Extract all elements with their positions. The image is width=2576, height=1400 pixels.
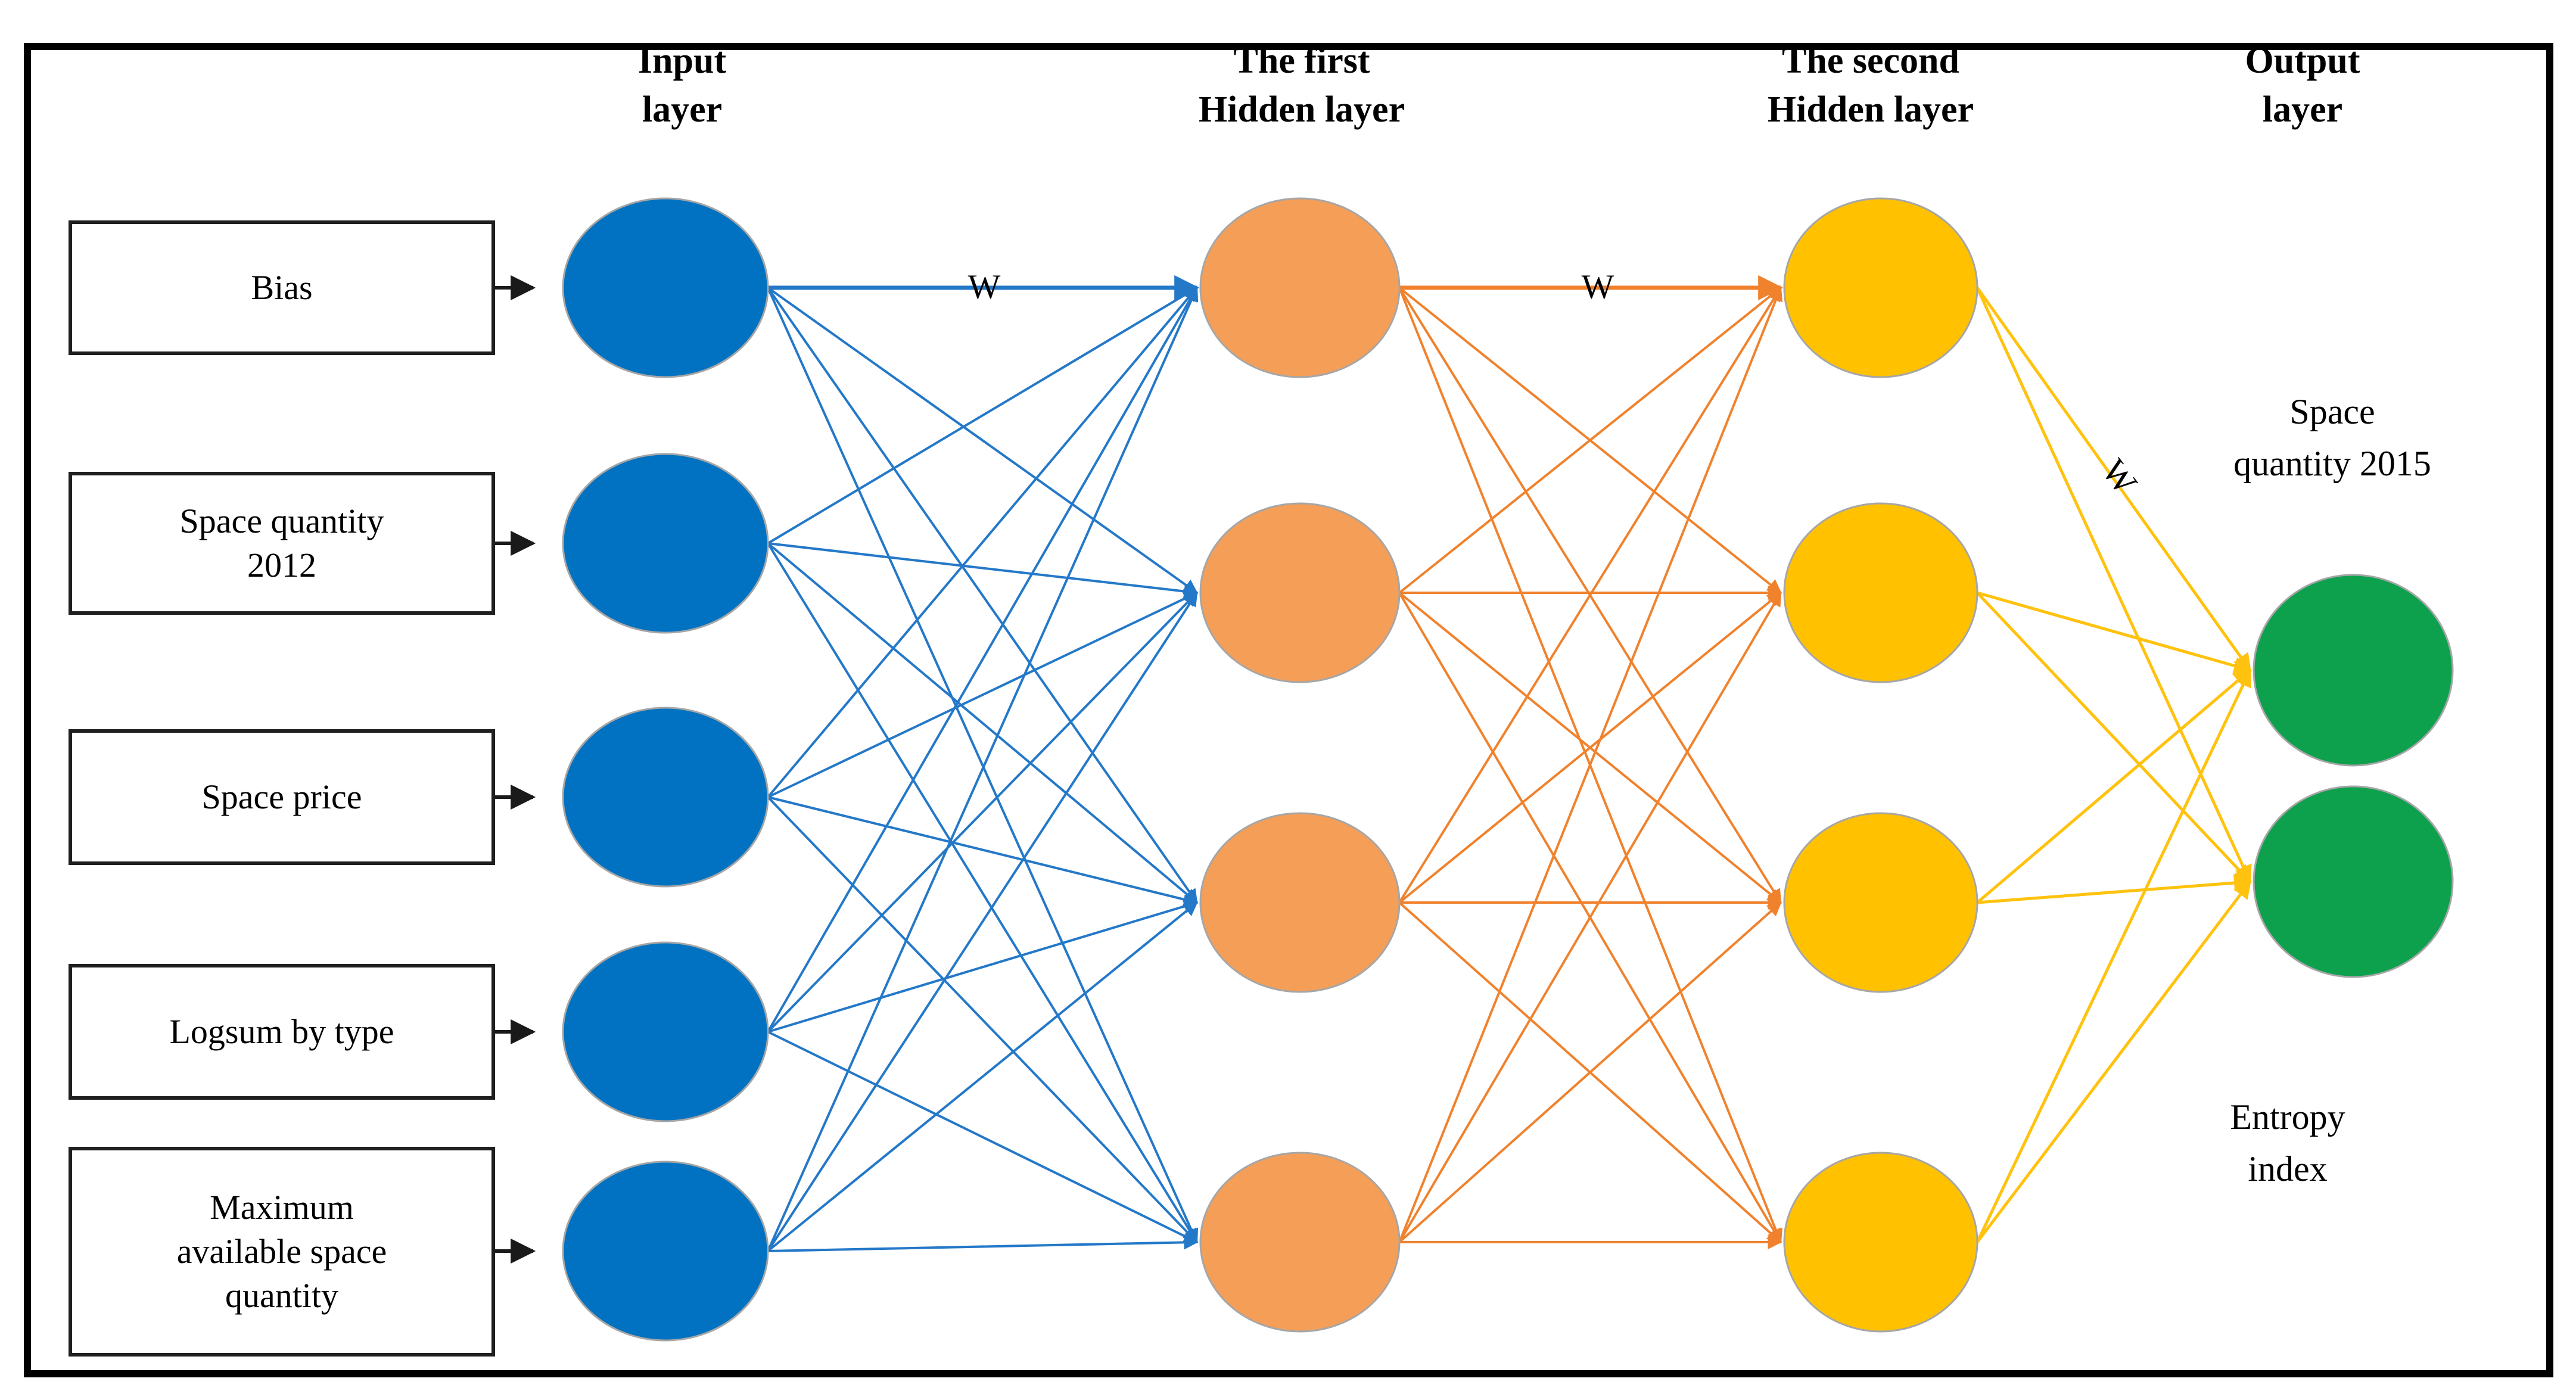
edge-first-hidden-layer-to-second-hidden-layer: [1398, 286, 1783, 1243]
edge-input-layer-to-first-hidden-layer: [767, 1031, 1199, 1243]
edge-input-layer-to-first-hidden-layer: [767, 1235, 1199, 1252]
input-box-space-quantity-2012: Space quantity 2012: [69, 472, 495, 615]
edge-input-layer-to-first-hidden-layer: [767, 592, 1199, 798]
output-node: [2253, 785, 2454, 978]
edge-second-hidden-layer-to-output-layer: [1975, 287, 2252, 883]
edge-second-hidden-layer-to-output-layer: [1976, 592, 2252, 883]
hidden2-node: [1783, 1152, 1978, 1333]
input-node: [562, 707, 769, 888]
input-node: [562, 941, 769, 1122]
edge-input-layer-to-first-hidden-layer: [767, 591, 1198, 1252]
edge-second-hidden-layer-to-output-layer: [1975, 668, 2252, 1243]
hidden1-node: [1199, 812, 1401, 993]
input-box-maximum-available-space-quantity: Maximum available space quantity: [69, 1147, 495, 1357]
weight-label-w2: W: [1581, 267, 1614, 306]
edge-first-hidden-layer-to-second-hidden-layer: [1398, 286, 1782, 904]
edge-first-hidden-layer-to-second-hidden-layer: [1398, 592, 1782, 904]
input-node: [562, 1161, 769, 1342]
header-input-layer: Input layer: [637, 41, 727, 130]
hidden2-node: [1783, 197, 1978, 378]
edge-input-layer-to-first-hidden-layer: [767, 287, 1199, 1244]
edge-second-hidden-layer-to-output-layer: [1975, 287, 2252, 672]
weight-label-w1: W: [967, 267, 1001, 306]
edge-input-layer-to-first-hidden-layer: [767, 796, 1198, 1243]
output-label-space-quantity-2015: Space quantity 2015: [2233, 392, 2431, 483]
edge-input-layer-to-first-hidden-layer: [767, 286, 1198, 1032]
edge-second-hidden-layer-to-output-layer: [1977, 874, 2252, 904]
output-label-entropy-index: Entropy index: [2230, 1097, 2345, 1189]
input-node: [562, 197, 769, 378]
figure-border: [24, 43, 2553, 1377]
edge-second-hidden-layer-to-output-layer: [1976, 880, 2251, 1243]
edge-input-layer-to-first-hidden-layer: [767, 287, 1198, 904]
header-first-hidden-layer: The first Hidden layer: [1198, 41, 1405, 130]
edge-input-layer-to-first-hidden-layer: [767, 287, 1198, 594]
input-box-bias: Bias: [69, 220, 495, 355]
edge-input-layer-to-first-hidden-layer: [767, 287, 1199, 545]
edge-input-layer-to-first-hidden-layer: [767, 286, 1199, 1252]
edge-input-layer-to-first-hidden-layer: [767, 592, 1198, 1033]
input-box-space-price: Space price: [69, 729, 495, 865]
edge-input-layer-to-first-hidden-layer: [767, 901, 1198, 1252]
hidden2-node: [1783, 812, 1978, 993]
header-output-layer: Output layer: [2245, 41, 2360, 130]
edge-second-hidden-layer-to-output-layer: [1976, 669, 2252, 904]
input-node: [562, 453, 769, 634]
header-second-hidden-layer: The second Hidden layer: [1767, 41, 1974, 130]
edge-first-hidden-layer-to-second-hidden-layer: [1398, 591, 1782, 1243]
edge-first-hidden-layer-to-second-hidden-layer: [1398, 901, 1782, 1243]
input-box-logsum-by-type: Logsum by type: [69, 964, 495, 1100]
hidden2-node: [1783, 502, 1978, 683]
edge-input-layer-to-first-hidden-layer: [767, 542, 1198, 1244]
edge-first-hidden-layer-to-second-hidden-layer: [1398, 287, 1782, 594]
edge-input-layer-to-first-hidden-layer: [767, 796, 1199, 907]
hidden1-node: [1199, 197, 1401, 378]
edge-input-layer-to-first-hidden-layer: [767, 542, 1199, 599]
hidden1-node: [1199, 502, 1401, 683]
edge-input-layer-to-first-hidden-layer: [767, 899, 1199, 1033]
hidden1-node: [1199, 1152, 1401, 1333]
edge-input-layer-to-first-hidden-layer: [767, 542, 1198, 904]
edge-input-layer-to-first-hidden-layer: [767, 287, 1198, 798]
edge-second-hidden-layer-to-output-layer: [1977, 591, 2252, 675]
output-node: [2253, 574, 2454, 767]
